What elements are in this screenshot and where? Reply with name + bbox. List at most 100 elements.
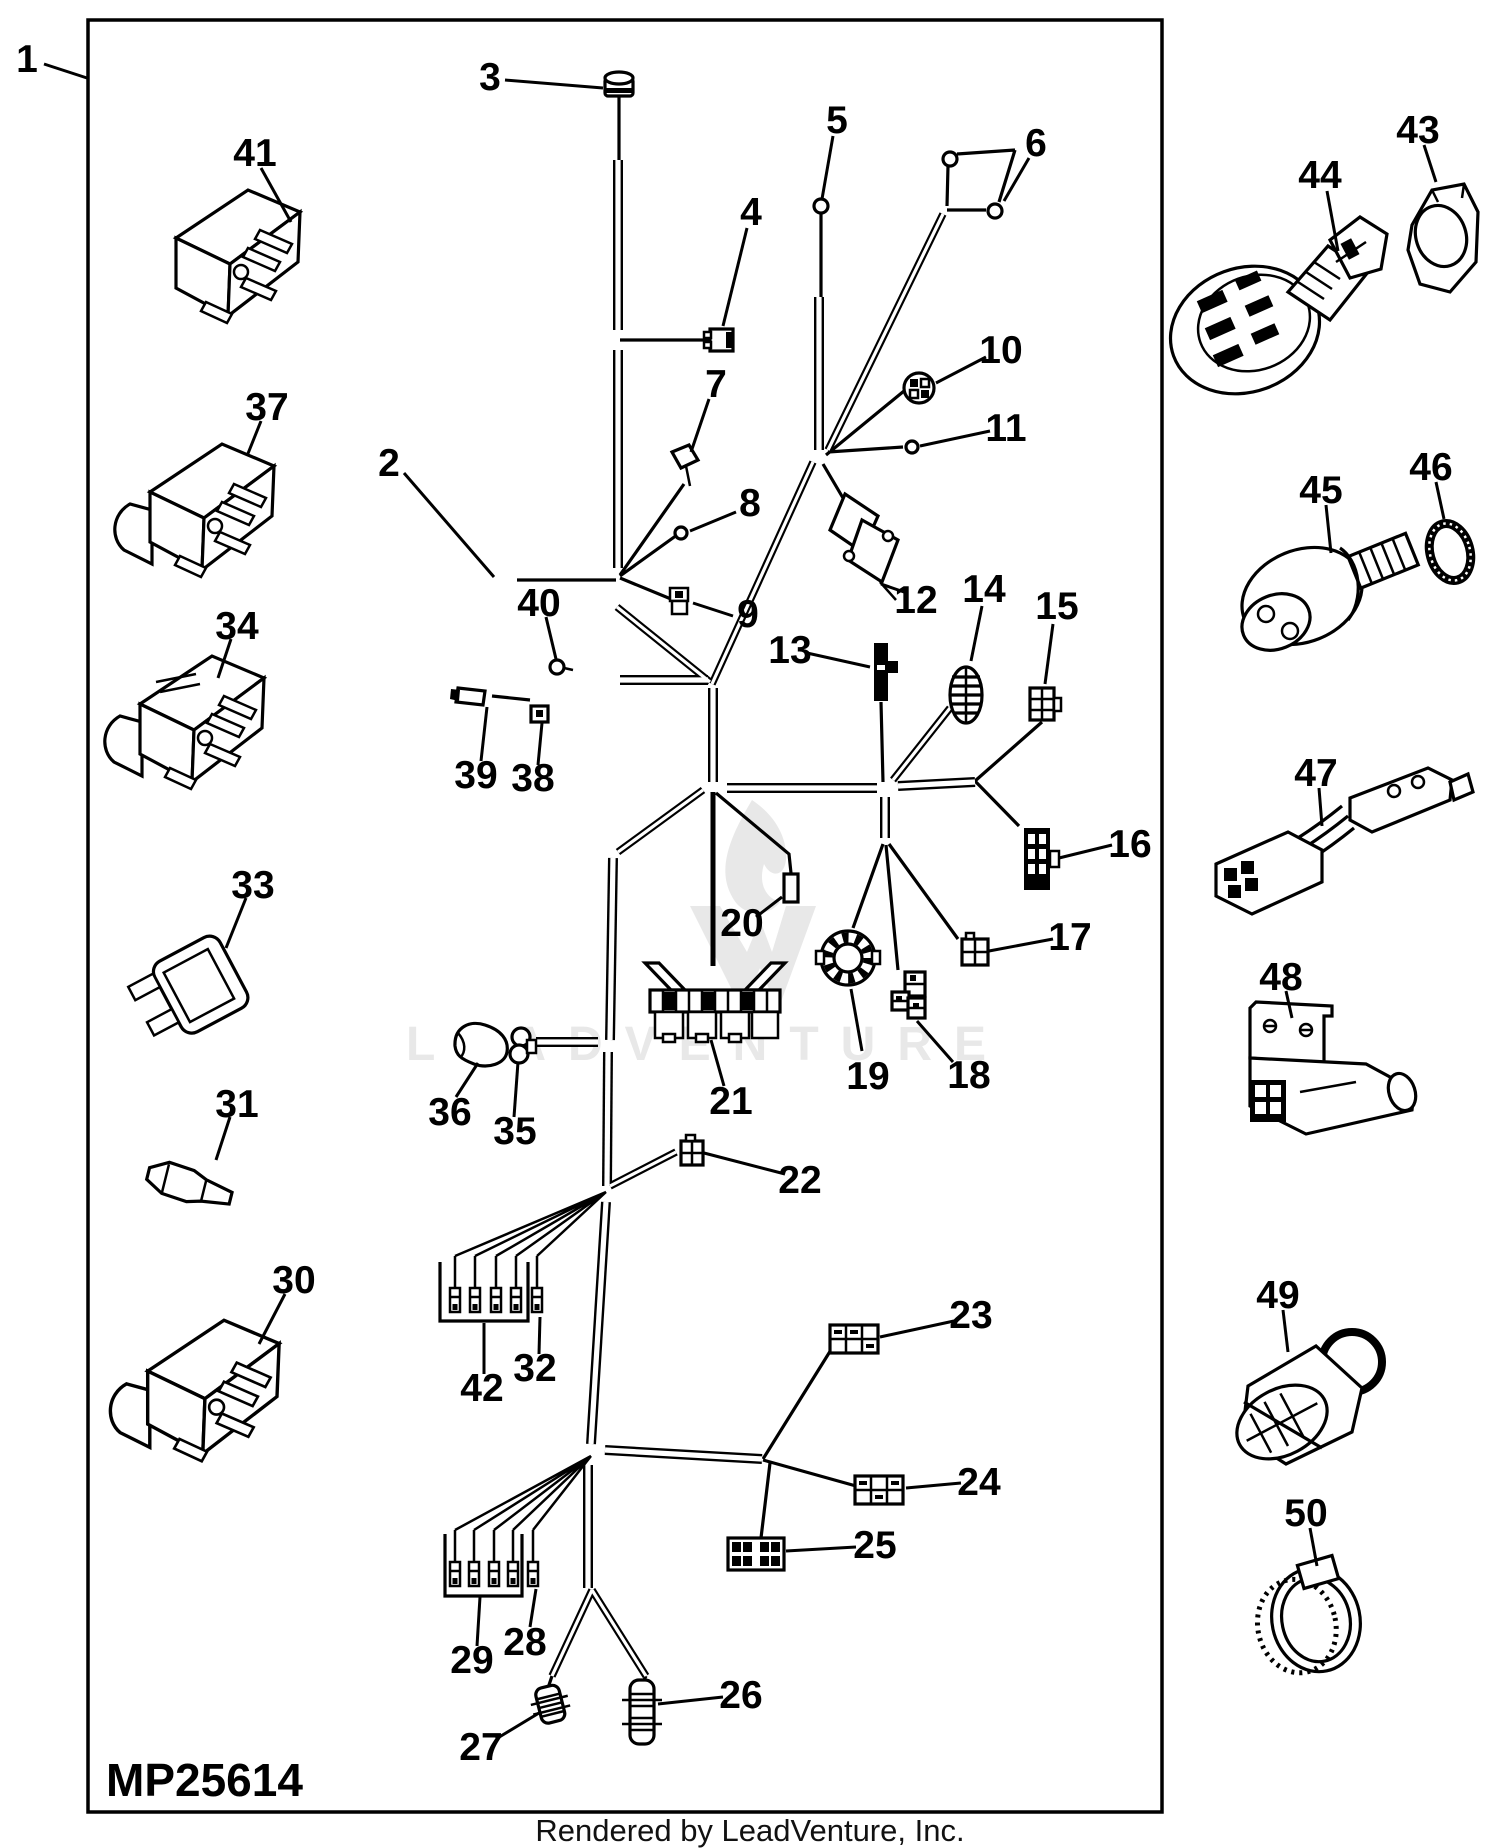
callout-47-label: 47 bbox=[1294, 752, 1337, 795]
callout-20-leader bbox=[755, 895, 783, 919]
callout-4-label: 4 bbox=[740, 191, 762, 234]
connector-25 bbox=[726, 1536, 786, 1572]
callout-34-leader bbox=[216, 638, 233, 679]
hex-nut-43 bbox=[1406, 182, 1480, 294]
callout-27-label: 27 bbox=[459, 1726, 502, 1769]
callout-45-label: 45 bbox=[1299, 469, 1342, 512]
callout-20-label: 20 bbox=[720, 902, 763, 945]
callout-26-label: 26 bbox=[719, 1674, 762, 1717]
terminal-31 bbox=[144, 1160, 234, 1206]
callout-15-leader bbox=[1043, 623, 1055, 685]
callout-33-leader bbox=[224, 897, 248, 949]
callout-24-label: 24 bbox=[957, 1461, 1001, 1504]
callout-12-leader bbox=[880, 582, 905, 594]
ignition-switch-44 bbox=[1168, 215, 1389, 396]
footer-credit: Rendered by LeadVenture, Inc. bbox=[535, 1813, 964, 1848]
callout-23-label: 23 bbox=[949, 1294, 992, 1337]
connector-24 bbox=[853, 1474, 905, 1506]
horn-36 bbox=[453, 1021, 509, 1068]
callout-39-label: 39 bbox=[454, 754, 497, 797]
callout-43-leader bbox=[1422, 144, 1438, 183]
callout-3-label: 3 bbox=[479, 56, 501, 99]
callout-49-label: 49 bbox=[1256, 1274, 1299, 1317]
connector-13 bbox=[874, 643, 898, 701]
callout-6-label: 6 bbox=[1025, 122, 1047, 165]
callout-48-leader bbox=[1284, 990, 1294, 1019]
border-box bbox=[86, 18, 1164, 1814]
fuse-link-group-29 bbox=[443, 1534, 540, 1598]
callout-24-leader bbox=[905, 1481, 962, 1490]
callout-1-label: 1 bbox=[16, 38, 38, 81]
callout-30-leader bbox=[257, 1293, 287, 1345]
callout-10-label: 10 bbox=[979, 329, 1022, 372]
callout-21-leader bbox=[709, 1039, 726, 1087]
switch-18 bbox=[890, 970, 927, 1020]
connector-35 bbox=[508, 1026, 538, 1065]
connector-17 bbox=[960, 931, 990, 967]
callout-9-label: 9 bbox=[737, 593, 759, 636]
callout-48-label: 48 bbox=[1259, 956, 1302, 999]
callout-32-leader bbox=[537, 1316, 542, 1355]
callout-22-leader bbox=[703, 1151, 786, 1176]
callout-16-label: 16 bbox=[1108, 823, 1151, 866]
callout-5-label: 5 bbox=[826, 99, 848, 142]
callout-25-leader bbox=[785, 1545, 857, 1553]
ring-terminal-8 bbox=[673, 525, 689, 541]
callout-32-label: 32 bbox=[513, 1347, 556, 1390]
harness-wires bbox=[453, 95, 1044, 1689]
callout-36-label: 36 bbox=[428, 1091, 471, 1134]
callout-22-label: 22 bbox=[778, 1159, 821, 1202]
connector-16 bbox=[1024, 828, 1061, 890]
callout-38-label: 38 bbox=[511, 757, 554, 800]
callout-33-label: 33 bbox=[231, 864, 274, 907]
relay-30 bbox=[108, 1318, 281, 1463]
callout-30-label: 30 bbox=[272, 1259, 315, 1302]
callout-18-label: 18 bbox=[947, 1054, 990, 1097]
callout-13-leader bbox=[806, 651, 871, 669]
terminal-39 bbox=[450, 686, 531, 707]
connector-49 bbox=[1235, 1328, 1386, 1466]
callout-1-leader bbox=[43, 62, 88, 80]
callout-6-leader bbox=[1002, 157, 1031, 202]
callout-17-leader bbox=[988, 937, 1054, 953]
callout-25-label: 25 bbox=[853, 1524, 896, 1567]
callout-3-leader bbox=[504, 78, 604, 90]
connector-26 bbox=[622, 1678, 662, 1746]
connector-38 bbox=[529, 704, 550, 724]
callout-7-leader bbox=[689, 398, 711, 453]
callout-41-leader bbox=[259, 167, 293, 223]
callout-13-label: 13 bbox=[768, 629, 811, 672]
callout-17-label: 17 bbox=[1048, 916, 1091, 959]
cap-connector-3 bbox=[603, 70, 635, 98]
jumper-wire-6 bbox=[941, 150, 1004, 220]
ring-terminal-11 bbox=[904, 439, 920, 455]
callout-35-label: 35 bbox=[493, 1110, 536, 1153]
callout-8-leader bbox=[689, 510, 737, 533]
callout-9-leader bbox=[692, 601, 734, 618]
callout-31-label: 31 bbox=[215, 1083, 258, 1126]
callout-23-leader bbox=[879, 1319, 955, 1339]
callout-19-label: 19 bbox=[846, 1055, 889, 1098]
callout-35-leader bbox=[512, 1061, 520, 1118]
callout-34-label: 34 bbox=[215, 605, 259, 648]
connector-15 bbox=[1028, 686, 1063, 722]
harness-connectors bbox=[450, 70, 1063, 1746]
callout-12-label: 12 bbox=[894, 579, 937, 622]
callout-42-label: 42 bbox=[460, 1367, 503, 1410]
fuse-link-group-42 bbox=[438, 1262, 544, 1323]
callout-44-leader bbox=[1325, 190, 1340, 252]
callout-49-leader bbox=[1281, 1309, 1290, 1353]
callout-37-label: 37 bbox=[245, 386, 288, 429]
callout-46-leader bbox=[1434, 481, 1446, 520]
relay-41 bbox=[174, 188, 302, 325]
callout-40-leader bbox=[544, 616, 558, 660]
callout-27-leader bbox=[495, 1711, 540, 1741]
callout-28-leader bbox=[528, 1588, 538, 1628]
callout-4-leader bbox=[721, 227, 749, 327]
callout-50-label: 50 bbox=[1284, 1492, 1327, 1535]
diode-assembly-12 bbox=[828, 491, 900, 601]
connector-14 bbox=[948, 665, 984, 725]
callout-37-leader bbox=[245, 420, 263, 457]
